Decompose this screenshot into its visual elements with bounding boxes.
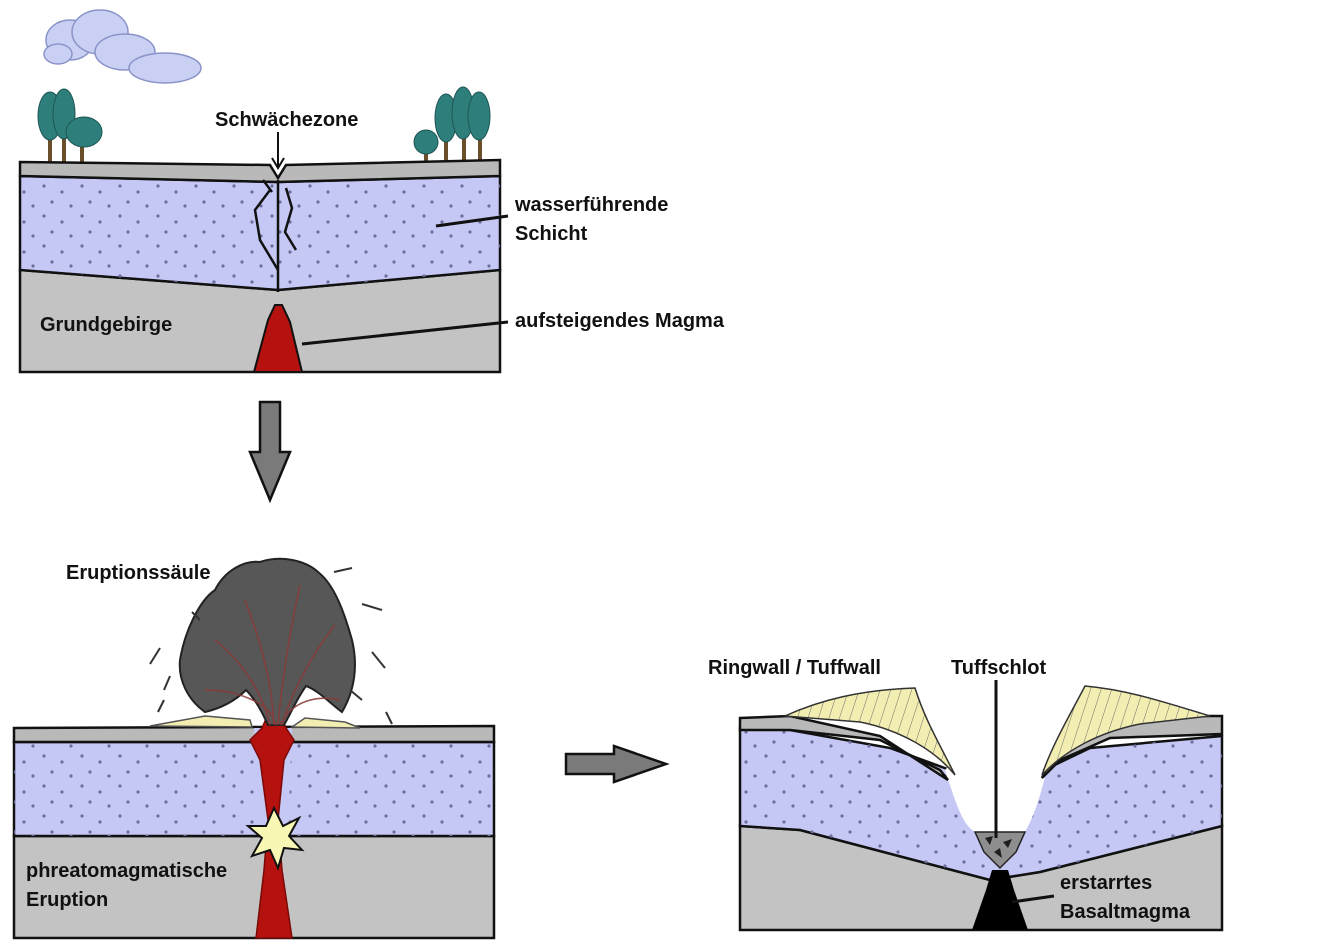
magma-leader-line	[301, 320, 509, 346]
label-phreatomagmatic-line1: phreatomagmatische	[26, 860, 227, 882]
label-ring-wall: Ringwall / Tuffwall	[708, 657, 881, 679]
trees-right-icon	[413, 86, 491, 164]
panel-initial-stage: Schwächezone wasserführende Schicht Grun…	[18, 9, 725, 374]
label-basalt-line1: erstarrtes	[1060, 872, 1152, 894]
label-weakness-zone: Schwächezone	[215, 109, 358, 131]
tuff-deposit-right	[289, 717, 361, 729]
tuff-ring-right	[1041, 685, 1211, 776]
fracture-lines	[253, 179, 298, 292]
down-arrow-icon	[248, 400, 292, 504]
rising-magma-body	[252, 304, 304, 373]
label-aquifer-line2: Schicht	[515, 223, 588, 245]
tuff-ring-left	[782, 687, 956, 776]
surface-layer	[738, 714, 949, 782]
basalt-leader-line	[1011, 894, 1055, 904]
tuff-deposit-left	[149, 715, 253, 728]
label-aquifer-line1: wasserführende	[514, 194, 668, 216]
label-rising-magma: aufsteigendes Magma	[515, 310, 725, 332]
aquifer-leader-line	[435, 214, 509, 228]
label-bedrock: Grundgebirge	[40, 314, 172, 336]
basalt-plug	[972, 870, 1028, 930]
label-eruption-column: Eruptionssäule	[66, 562, 210, 584]
label-phreatomagmatic-line2: Eruption	[26, 889, 108, 911]
trees-left-icon	[37, 88, 103, 164]
breccia-fragments	[985, 836, 1012, 858]
ejecta-fragments	[149, 567, 393, 725]
right-arrow-icon	[564, 744, 670, 784]
label-tuff-vent: Tuffschlot	[951, 657, 1047, 679]
cloud-icon	[43, 9, 202, 84]
ash-streaks	[204, 584, 341, 726]
panel-maar-stage: Ringwall / Tuffwall Tuffschlot erstarrte…	[708, 657, 1224, 932]
explosion-icon	[245, 805, 305, 871]
label-basalt-line2: Basaltmagma	[1060, 901, 1191, 923]
surface-layer	[18, 158, 502, 184]
weakness-arrow-icon	[271, 132, 285, 170]
panel-eruption-stage: Eruptionssäule phreatomagmatische Erupti…	[12, 557, 496, 940]
